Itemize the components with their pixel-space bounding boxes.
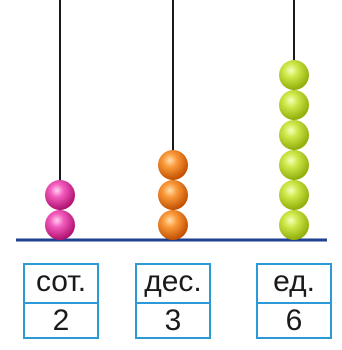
units-divider — [258, 302, 330, 304]
hundreds-box: сот. 2 — [23, 263, 99, 339]
tens-divider — [137, 302, 209, 304]
tens-value: 3 — [164, 303, 182, 337]
units-bead — [279, 90, 309, 120]
tens-box: дес. 3 — [135, 263, 211, 339]
units-bead — [279, 60, 309, 90]
hundreds-bead — [45, 180, 75, 210]
units-bead — [279, 210, 309, 240]
hundreds-divider — [25, 302, 97, 304]
units-label: ед. — [273, 265, 315, 298]
tens-bead — [158, 210, 188, 240]
hundreds-bead — [45, 210, 75, 240]
hundreds-label: сот. — [35, 265, 87, 298]
units-bead — [279, 180, 309, 210]
tens-bead — [158, 150, 188, 180]
units-value: 6 — [285, 303, 303, 337]
units-bead — [279, 150, 309, 180]
tens-bead — [158, 180, 188, 210]
units-bead — [279, 120, 309, 150]
hundreds-value: 2 — [52, 303, 70, 337]
units-box: ед. 6 — [256, 263, 332, 339]
tens-label: дес. — [144, 265, 202, 298]
